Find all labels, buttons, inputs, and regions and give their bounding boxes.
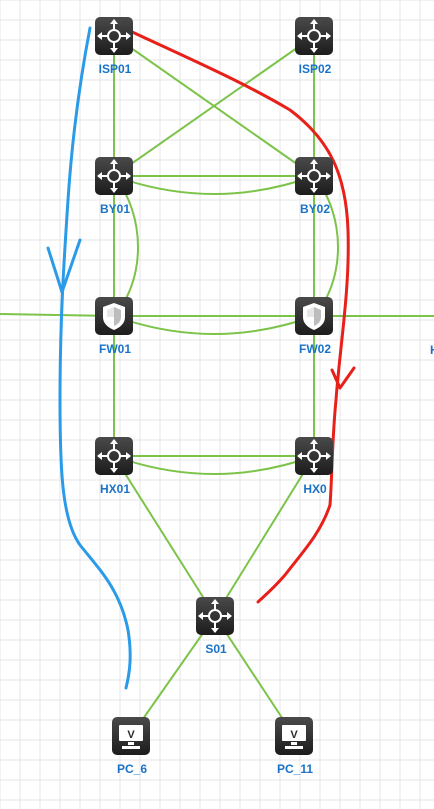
router-icon[interactable]: [94, 156, 134, 196]
node-pc-11[interactable]: PC_11: [275, 717, 313, 776]
node-label: S01: [205, 642, 227, 656]
firewall-icon[interactable]: [295, 297, 333, 335]
link-BY01-BY02-b[interactable]: [113, 175, 315, 195]
node-fw01[interactable]: FW01: [95, 297, 133, 356]
router-icon[interactable]: [294, 156, 334, 196]
link-S01-PC_6[interactable]: [130, 615, 216, 737]
node-label: ISP01: [99, 62, 132, 76]
blue-annotation-arrowhead: [46, 238, 82, 294]
firewall-icon[interactable]: [95, 297, 133, 335]
router-icon[interactable]: [294, 16, 334, 56]
annotations-layer: [46, 26, 356, 690]
node-fw02[interactable]: FW02: [295, 297, 333, 356]
blue-annotation-arrow: [58, 26, 132, 690]
link-S01-PC_11[interactable]: [214, 615, 295, 737]
node-label: HX0: [303, 482, 327, 496]
router-icon[interactable]: [195, 596, 235, 636]
offscreen-node-label: H: [430, 343, 434, 357]
link-HX01-HX02-b[interactable]: [113, 455, 315, 475]
node-by01[interactable]: BY01: [94, 156, 134, 216]
node-label: ISP02: [299, 62, 332, 76]
node-pc-6[interactable]: PC_6: [112, 717, 150, 776]
pc-icon[interactable]: [112, 717, 150, 755]
node-by02[interactable]: BY02: [294, 156, 334, 216]
link-BY01-FW01-b[interactable]: [113, 175, 139, 317]
link-BY02-FW02-b[interactable]: [313, 175, 339, 317]
node-isp01[interactable]: ISP01: [94, 16, 134, 76]
link-FW01-FW02-b[interactable]: [113, 315, 315, 335]
router-icon[interactable]: [94, 436, 134, 476]
node-label: BY01: [100, 202, 130, 216]
node-label: PC_11: [277, 762, 313, 776]
router-icon[interactable]: [294, 436, 334, 476]
red-annotation-arrowhead: [330, 366, 356, 390]
node-label: FW02: [299, 342, 331, 356]
node-hx01[interactable]: HX01: [94, 436, 134, 496]
node-label: FW01: [99, 342, 131, 356]
node-label: BY02: [300, 202, 330, 216]
pc-icon[interactable]: [275, 717, 313, 755]
node-label: HX01: [100, 482, 130, 496]
link-HX01-S01[interactable]: [113, 455, 216, 617]
link-HX02-S01[interactable]: [214, 455, 315, 617]
node-hx02[interactable]: HX0: [294, 436, 334, 496]
node-label: PC_6: [117, 762, 147, 776]
node-isp02[interactable]: ISP02: [294, 16, 334, 76]
red-annotation-arrow: [126, 28, 350, 604]
node-s01[interactable]: S01: [195, 596, 235, 656]
router-icon[interactable]: [94, 16, 134, 56]
link-ISP02-BY01[interactable]: [113, 35, 315, 177]
